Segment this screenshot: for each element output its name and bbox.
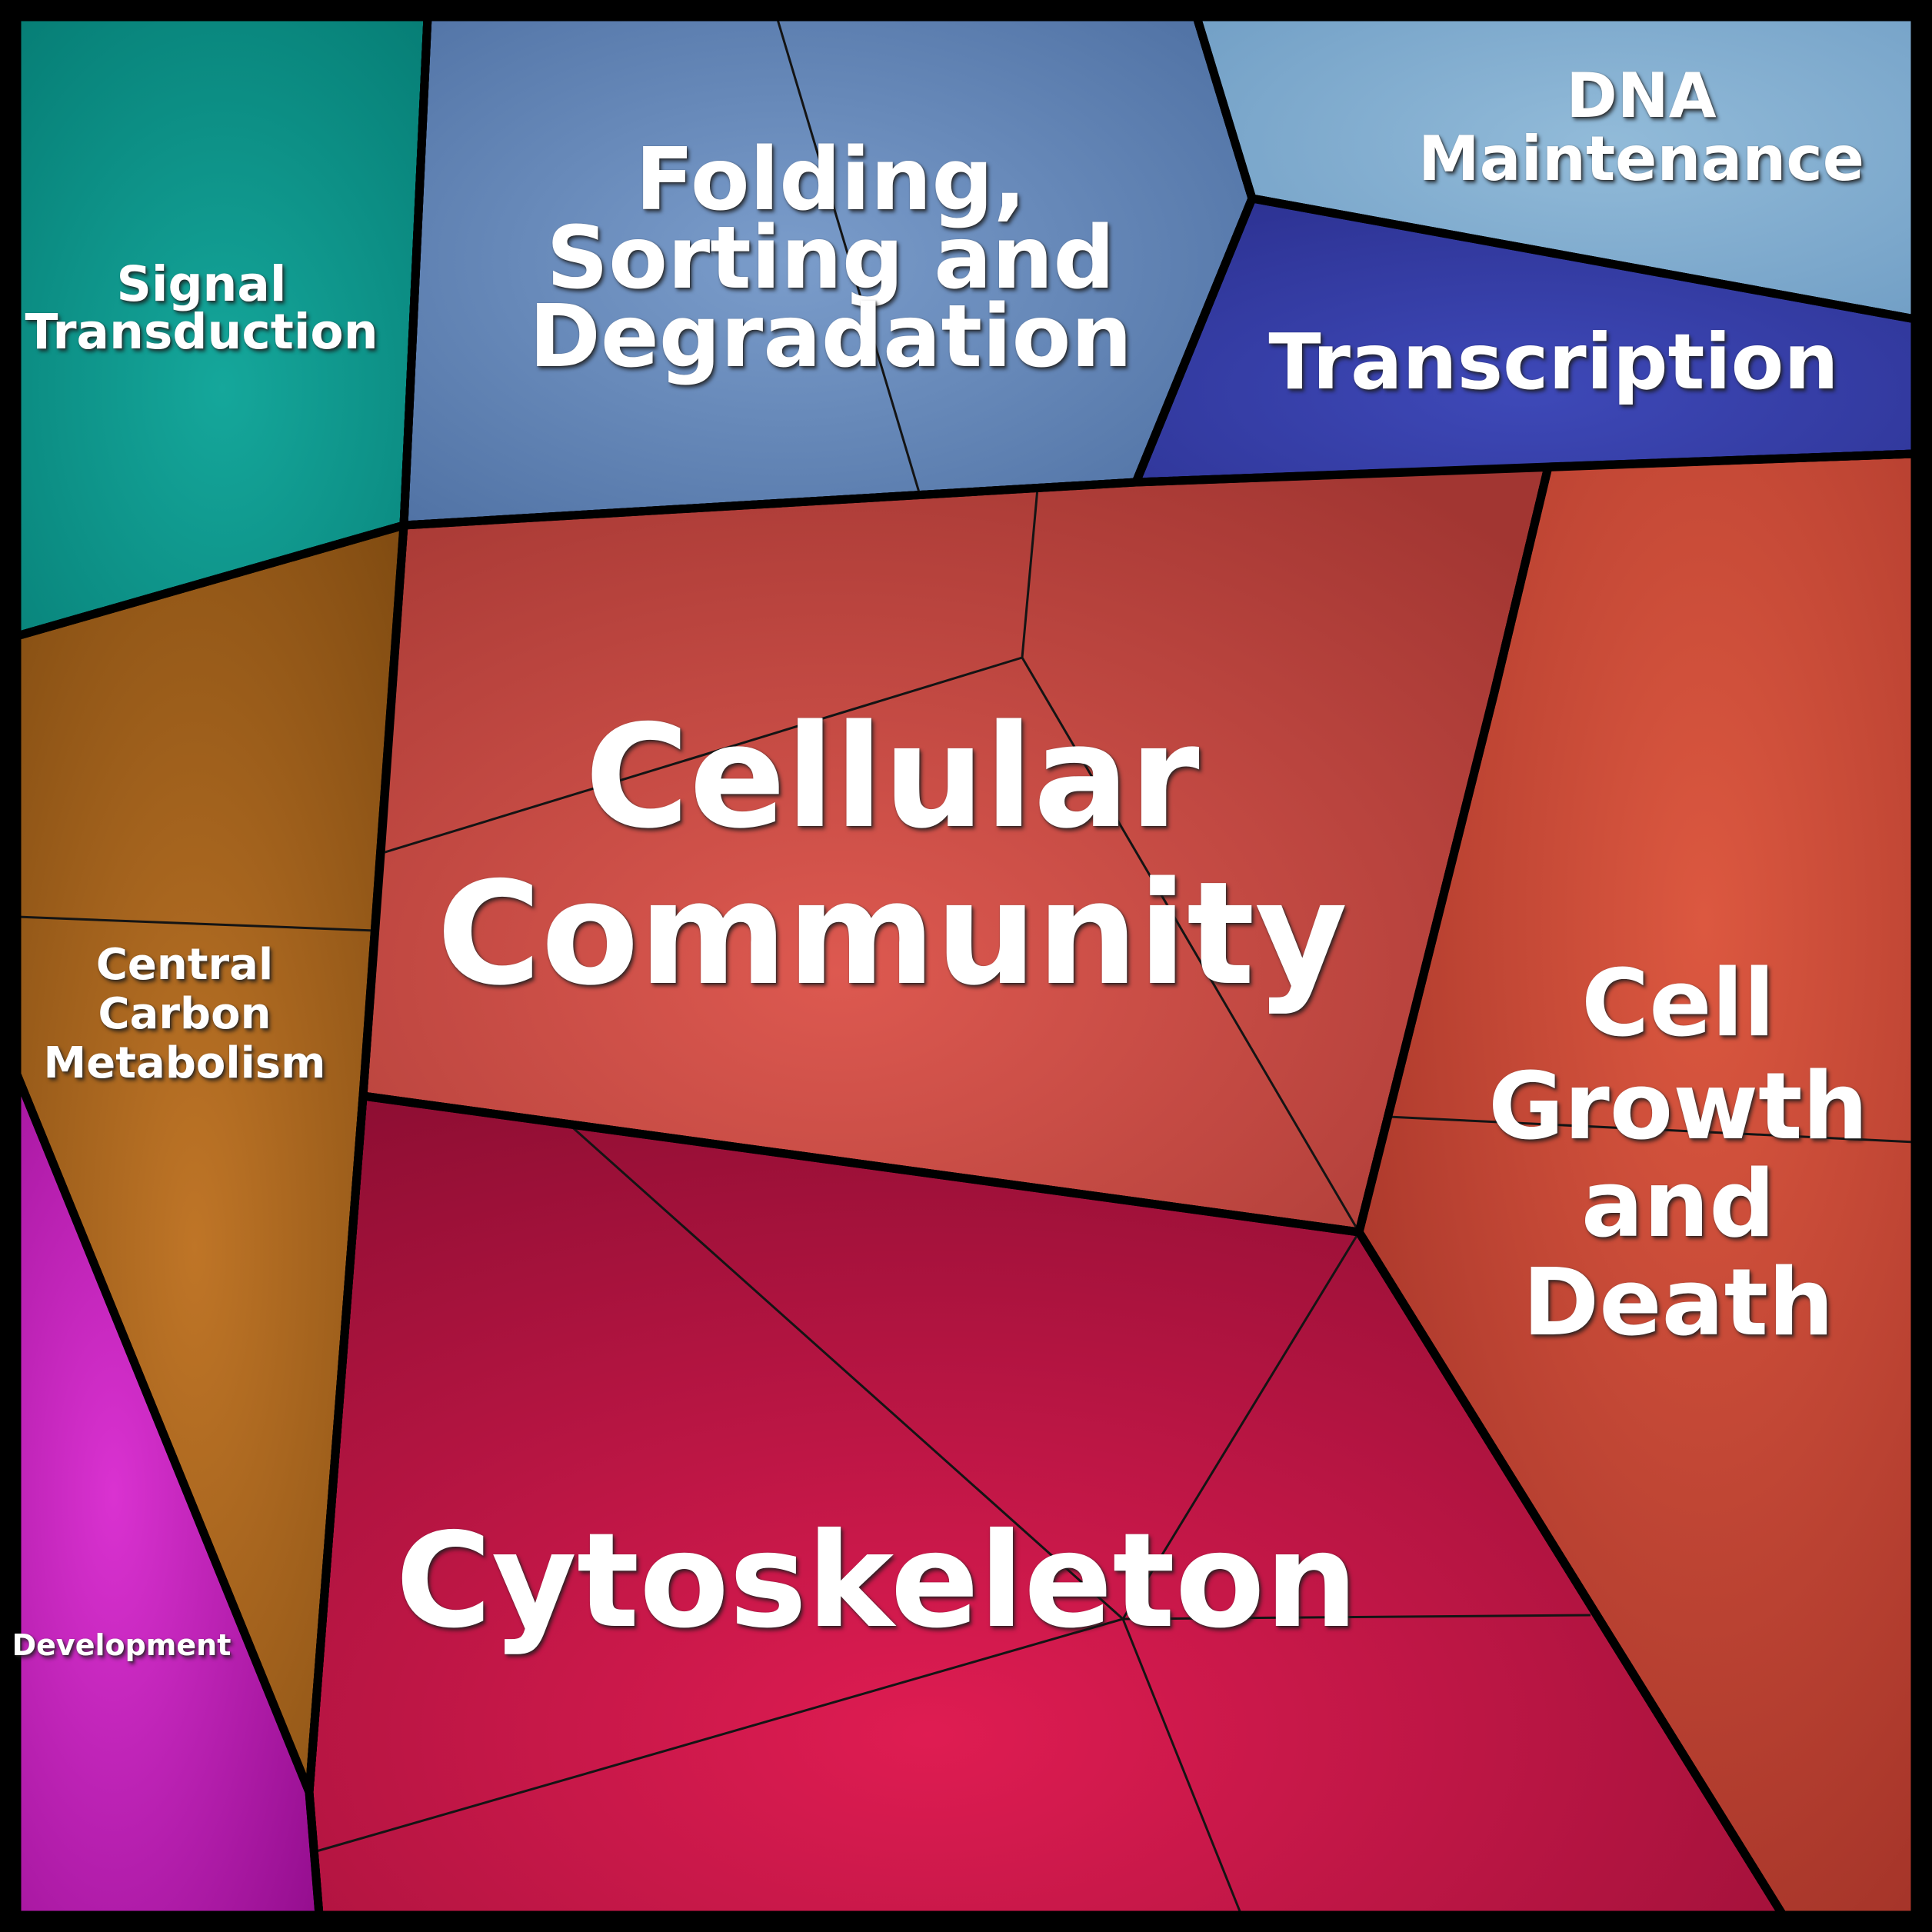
- label-line: Maintenance: [1418, 123, 1864, 195]
- label-line: Folding,: [635, 130, 1026, 230]
- label-line: Carbon: [98, 989, 271, 1039]
- label-line: and: [1581, 1151, 1775, 1258]
- label-line: Cytoskeleton: [395, 1505, 1357, 1657]
- label-line: Death: [1523, 1250, 1834, 1357]
- label-development: Development: [12, 1628, 232, 1662]
- label-central-carbon-metabolism: Central Carbon Metabolism: [44, 940, 326, 1088]
- subcell-divider: [1021, 488, 1039, 658]
- label-line: Transcription: [1268, 317, 1838, 407]
- label-line: Central: [96, 940, 273, 990]
- label-line: Sorting and: [546, 208, 1114, 308]
- subcell-divider: [313, 1617, 1124, 1854]
- subcell-divider: [568, 1123, 1124, 1621]
- subcell-divider: [1387, 1115, 1916, 1144]
- label-line: Metabolism: [44, 1038, 326, 1088]
- label-line: Growth: [1488, 1054, 1868, 1161]
- label-line: Signal: [116, 256, 286, 312]
- subcell-divider: [775, 16, 921, 493]
- label-line: Cell: [1581, 951, 1775, 1058]
- label-cytoskeleton: Cytoskeleton: [395, 1505, 1357, 1657]
- label-cellular-community: Cellular Community: [437, 694, 1347, 1017]
- label-line: Development: [12, 1628, 232, 1662]
- subcell-divider: [1121, 1231, 1361, 1620]
- label-folding-sorting-degradation: Folding, Sorting and Degradation: [529, 130, 1132, 387]
- label-line: Community: [437, 851, 1347, 1017]
- label-signal-transduction: Signal Transduction: [25, 256, 378, 360]
- subcell-divider: [1121, 1618, 1243, 1916]
- label-line: Transduction: [25, 304, 378, 360]
- label-line: DNA: [1566, 60, 1716, 132]
- subcell-divider: [16, 915, 375, 932]
- label-cell-growth-and-death: Cell Growth and Death: [1488, 951, 1868, 1357]
- subcell-divider: [1122, 1614, 1591, 1621]
- subcell-divider: [379, 656, 1023, 855]
- label-line: Cellular: [585, 694, 1199, 860]
- subcell-dividers: [16, 16, 1916, 1916]
- label-transcription: Transcription: [1268, 317, 1838, 407]
- label-dna-maintenance: DNA Maintenance: [1418, 60, 1864, 195]
- subcell-divider: [1021, 657, 1361, 1233]
- label-line: Degradation: [529, 287, 1132, 387]
- category-labels: Signal Transduction Folding, Sorting and…: [12, 60, 1868, 1662]
